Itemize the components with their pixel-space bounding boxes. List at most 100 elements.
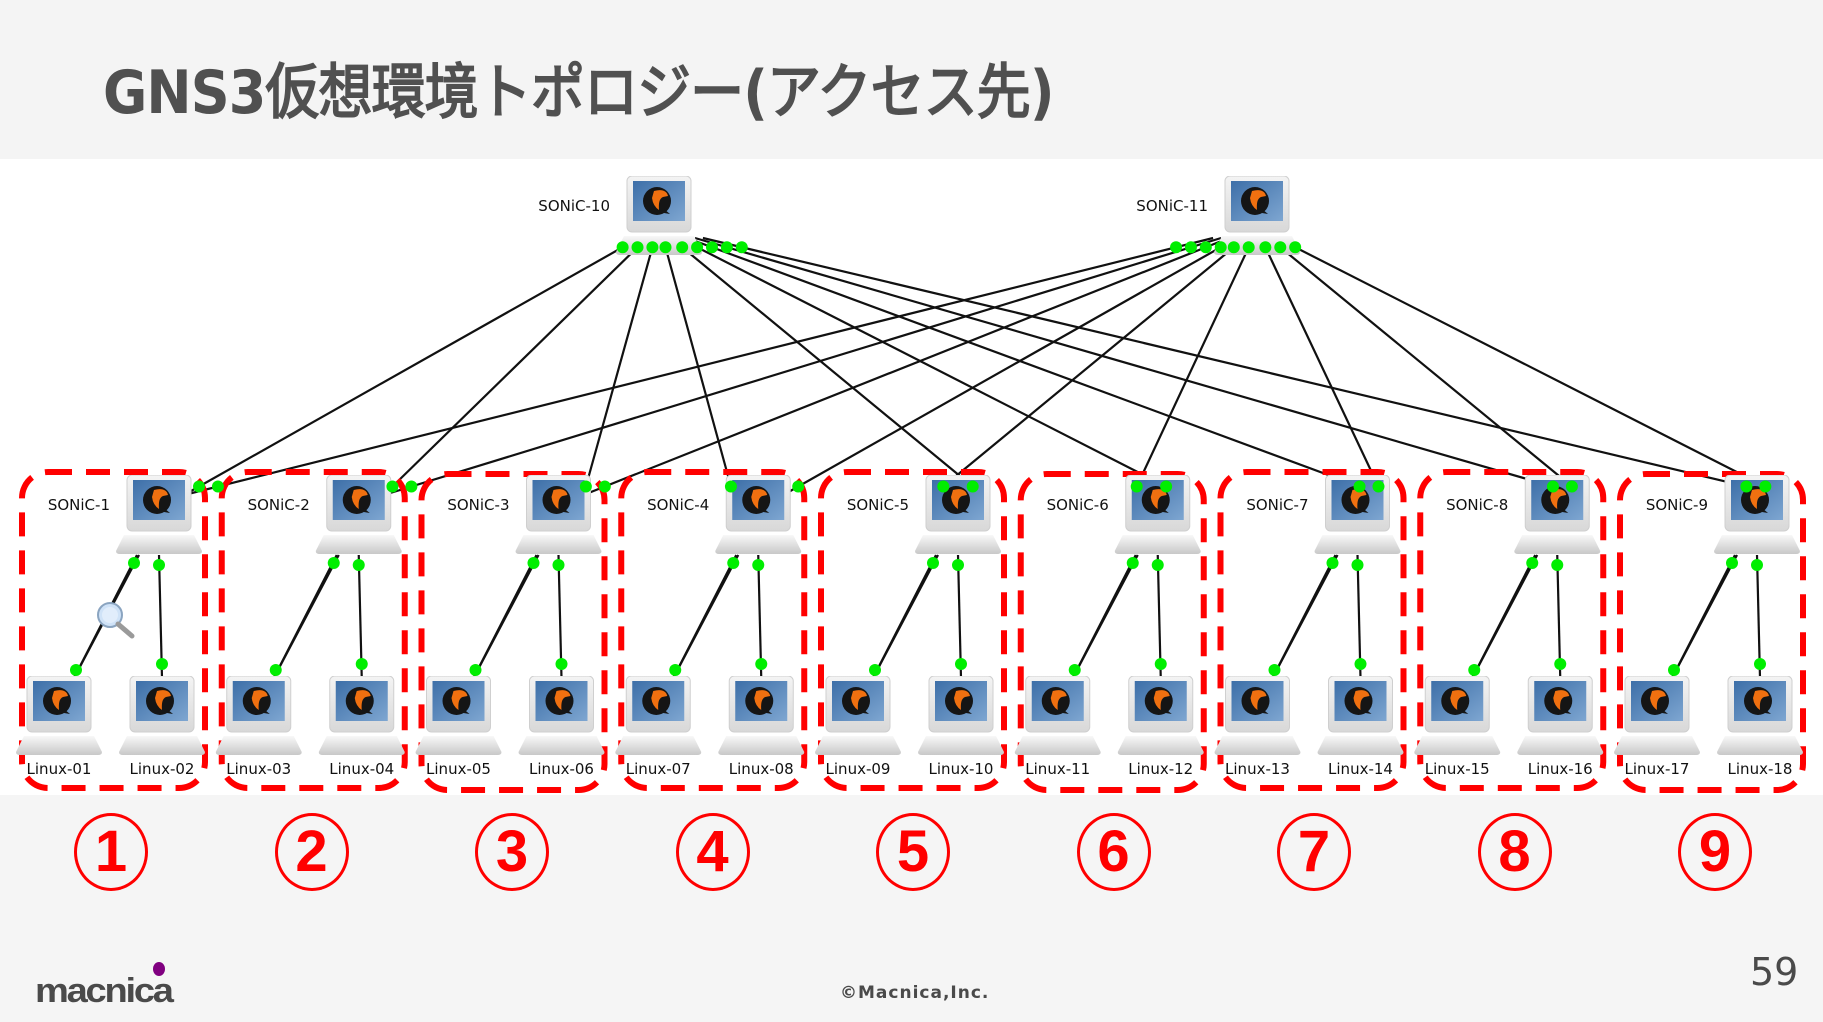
port-dot <box>937 480 950 493</box>
leaf-switch-sonic-2[interactable]: SONiC-2 <box>248 475 403 555</box>
node-label: Linux-05 <box>426 760 491 778</box>
link[interactable] <box>694 236 1583 497</box>
host-linux-13[interactable]: Linux-13 <box>1214 676 1301 778</box>
port-dot <box>1160 480 1173 493</box>
link[interactable] <box>670 237 984 496</box>
link[interactable] <box>956 554 963 679</box>
host-linux-04[interactable]: Linux-04 <box>318 676 406 778</box>
link[interactable] <box>1471 554 1539 679</box>
port-dot <box>1351 559 1364 571</box>
macnica-logo: macnica <box>35 972 174 1010</box>
leaf-switch-sonic-4[interactable]: SONiC-4 <box>647 475 802 555</box>
link[interactable] <box>1071 554 1139 679</box>
port-dot <box>724 480 737 493</box>
qemu-vm-icon <box>1613 676 1701 756</box>
host-linux-15[interactable]: Linux-15 <box>1413 676 1501 778</box>
port-dot <box>1551 559 1564 571</box>
host-linux-17[interactable]: Linux-17 <box>1613 676 1701 778</box>
link[interactable] <box>1156 554 1162 679</box>
port-dot <box>1354 658 1367 670</box>
host-linux-12[interactable]: Linux-12 <box>1117 676 1205 778</box>
host-linux-10[interactable]: Linux-10 <box>917 676 1005 778</box>
host-linux-06[interactable]: Linux-06 <box>518 676 605 778</box>
link[interactable] <box>702 236 1783 497</box>
port-dot <box>1227 241 1240 254</box>
slide-header: GNS3仮想環境トポロジー(アクセス先) <box>0 0 1823 159</box>
link[interactable] <box>872 554 939 679</box>
host-linux-01[interactable]: Linux-01 <box>15 676 103 778</box>
qemu-vm-icon <box>1716 676 1804 756</box>
spine-switch-sonic-10[interactable]: SONiC-10 <box>538 176 703 256</box>
host-linux-09[interactable]: Linux-09 <box>814 676 902 778</box>
link[interactable] <box>272 554 340 679</box>
link[interactable] <box>1356 554 1362 679</box>
port-dot <box>527 557 540 569</box>
port-dot <box>631 241 644 254</box>
node-label: SONiC-4 <box>647 496 709 514</box>
link[interactable] <box>1276 237 1783 496</box>
qemu-vm-icon <box>717 676 805 756</box>
host-linux-14[interactable]: Linux-14 <box>1317 676 1404 778</box>
group-9-boundary <box>1617 471 1806 793</box>
leaf-switch-sonic-3[interactable]: SONiC-3 <box>447 475 602 555</box>
port-dot <box>70 664 82 676</box>
port-dot <box>555 658 568 670</box>
link[interactable] <box>1671 554 1738 679</box>
link[interactable] <box>1268 237 1583 496</box>
node-label: Linux-12 <box>1128 760 1193 778</box>
link[interactable] <box>382 237 648 496</box>
leaf-switch-sonic-6[interactable]: SONiC-6 <box>1047 475 1202 555</box>
port-dot <box>1554 658 1567 670</box>
host-linux-03[interactable]: Linux-03 <box>215 676 303 778</box>
packet-capture-icon[interactable] <box>97 602 135 639</box>
link[interactable] <box>183 237 640 496</box>
host-linux-07[interactable]: Linux-07 <box>614 676 702 778</box>
qemu-vm-icon <box>15 676 103 756</box>
node-label: SONiC-1 <box>48 496 110 514</box>
host-linux-02[interactable]: Linux-02 <box>118 676 206 778</box>
port-dot <box>966 480 979 493</box>
host-linux-18[interactable]: Linux-18 <box>1716 676 1804 778</box>
link[interactable] <box>672 554 740 679</box>
link[interactable] <box>661 237 735 496</box>
link[interactable] <box>1271 554 1339 679</box>
leaf-switch-sonic-9[interactable]: SONiC-9 <box>1646 475 1801 555</box>
port-dot <box>735 241 748 254</box>
port-dot <box>552 559 565 571</box>
node-label: SONiC-2 <box>248 496 310 514</box>
link[interactable] <box>686 236 1383 497</box>
leaf-switch-sonic-8[interactable]: SONiC-8 <box>1446 475 1601 555</box>
group-number-badge: 3 <box>475 813 549 891</box>
leaf-switch-sonic-5[interactable]: SONiC-5 <box>847 475 1002 555</box>
link[interactable] <box>1260 237 1384 496</box>
group-number-badge: 7 <box>1277 813 1351 891</box>
link[interactable] <box>932 237 1246 496</box>
port-dot <box>1751 559 1763 571</box>
link[interactable] <box>357 554 363 679</box>
port-dot <box>1154 658 1167 670</box>
leaf-switch-sonic-1[interactable]: SONiC-1 <box>48 475 203 555</box>
link[interactable] <box>472 554 540 679</box>
port-dot <box>1326 557 1339 569</box>
link[interactable] <box>757 554 763 679</box>
link[interactable] <box>782 237 1238 496</box>
host-linux-08[interactable]: Linux-08 <box>717 676 805 778</box>
port-dot <box>1199 241 1212 254</box>
host-linux-16[interactable]: Linux-16 <box>1516 676 1604 778</box>
link[interactable] <box>1131 237 1255 496</box>
link[interactable] <box>557 554 563 679</box>
link[interactable] <box>157 554 164 679</box>
spine-switch-sonic-11[interactable]: SONiC-11 <box>1136 176 1301 256</box>
leaf-switch-sonic-7[interactable]: SONiC-7 <box>1246 475 1401 555</box>
host-linux-11[interactable]: Linux-11 <box>1014 676 1102 778</box>
link[interactable] <box>1755 554 1762 679</box>
link[interactable] <box>1556 554 1562 679</box>
group-number-badge: 4 <box>675 813 750 891</box>
qemu-vm-icon <box>215 676 303 756</box>
link[interactable] <box>678 237 1184 496</box>
link[interactable] <box>383 236 1222 497</box>
link[interactable] <box>583 236 1230 497</box>
port-dot <box>727 557 740 569</box>
host-linux-05[interactable]: Linux-05 <box>415 676 502 778</box>
link[interactable] <box>582 237 657 496</box>
